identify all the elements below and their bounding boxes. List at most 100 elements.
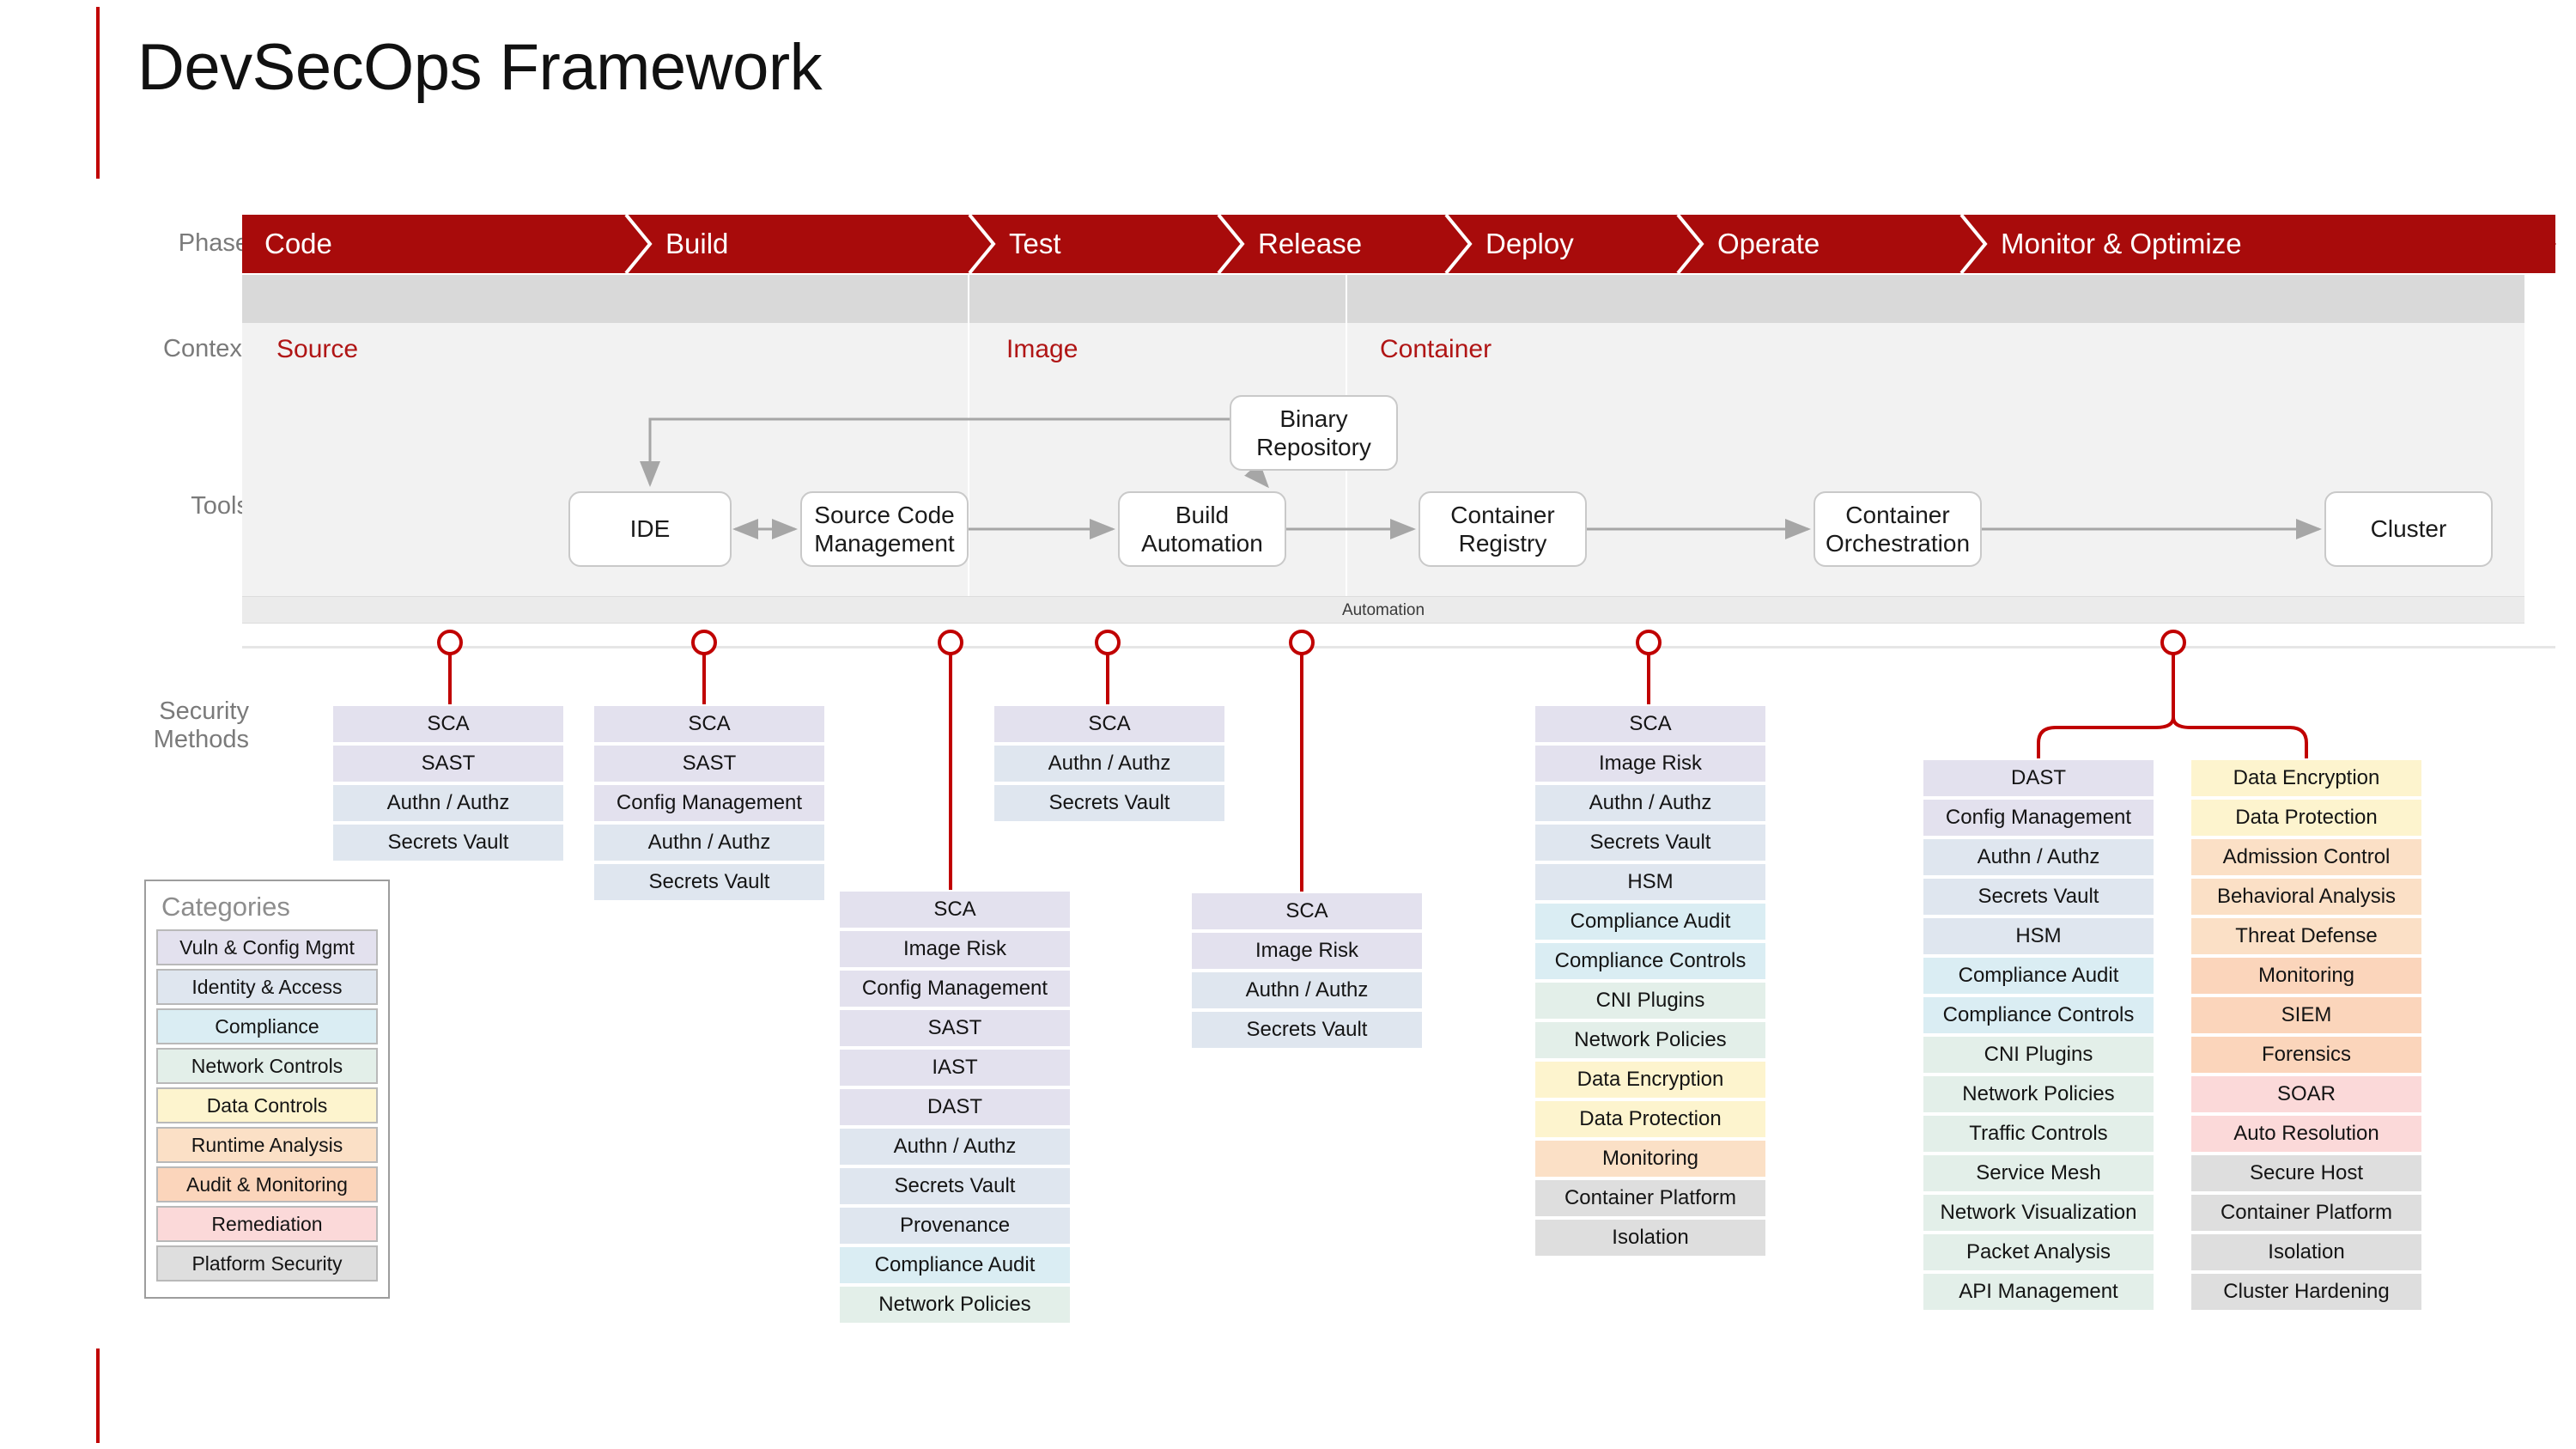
security-method-chip[interactable]: Authn / Authz <box>1923 839 2154 875</box>
category-chip[interactable]: Identity & Access <box>156 969 378 1005</box>
security-method-chip[interactable]: SCA <box>594 706 824 742</box>
security-method-chip[interactable]: Network Policies <box>840 1287 1070 1323</box>
security-method-chip[interactable]: SAST <box>594 746 824 782</box>
security-method-chip[interactable]: Traffic Controls <box>1923 1116 2154 1152</box>
phase-cell-monitor-optimize[interactable]: Monitor & Optimize <box>1959 215 2555 273</box>
security-connector-node-icon[interactable] <box>2160 630 2186 655</box>
security-method-chip[interactable]: SOAR <box>2191 1076 2421 1112</box>
security-method-chip[interactable]: Authn / Authz <box>840 1129 1070 1165</box>
tool-box-label: Source Code Management <box>814 501 955 557</box>
security-method-chip[interactable]: Container Platform <box>1535 1180 1765 1216</box>
security-method-chip[interactable]: Secrets Vault <box>1192 1012 1422 1048</box>
security-connector-node-icon[interactable] <box>1636 630 1662 655</box>
security-method-chip[interactable]: API Management <box>1923 1274 2154 1310</box>
phase-cell-code[interactable]: Code <box>242 215 624 273</box>
security-method-chip[interactable]: Data Protection <box>1535 1101 1765 1137</box>
tool-box-source-code-management[interactable]: Source Code Management <box>800 491 969 567</box>
security-method-chip[interactable]: Network Policies <box>1535 1022 1765 1058</box>
tool-box-ide[interactable]: IDE <box>568 491 732 567</box>
security-method-chip[interactable]: Provenance <box>840 1208 1070 1244</box>
security-method-chip[interactable]: Threat Defense <box>2191 918 2421 954</box>
security-method-chip[interactable]: DAST <box>1923 760 2154 796</box>
security-method-chip[interactable]: Secrets Vault <box>333 825 563 861</box>
security-method-chip[interactable]: Service Mesh <box>1923 1155 2154 1191</box>
security-method-chip[interactable]: Secrets Vault <box>840 1168 1070 1204</box>
security-method-chip[interactable]: Authn / Authz <box>594 825 824 861</box>
security-method-chip[interactable]: Authn / Authz <box>994 746 1224 782</box>
security-method-chip[interactable]: Secrets Vault <box>1923 879 2154 915</box>
security-method-chip[interactable]: Auto Resolution <box>2191 1116 2421 1152</box>
security-method-chip[interactable]: Network Visualization <box>1923 1195 2154 1231</box>
tool-box-binary-repository[interactable]: Binary Repository <box>1230 395 1398 471</box>
security-connector-node-icon[interactable] <box>938 630 963 655</box>
security-method-chip[interactable]: Image Risk <box>1192 933 1422 969</box>
tool-box-container-registry[interactable]: Container Registry <box>1419 491 1587 567</box>
security-method-chip[interactable]: Isolation <box>1535 1220 1765 1256</box>
category-chip[interactable]: Runtime Analysis <box>156 1127 378 1163</box>
security-method-chip[interactable]: Image Risk <box>840 931 1070 967</box>
security-method-chip[interactable]: Admission Control <box>2191 839 2421 875</box>
security-method-chip[interactable]: Data Encryption <box>2191 760 2421 796</box>
security-method-chip[interactable]: HSM <box>1923 918 2154 954</box>
security-method-chip[interactable]: Secure Host <box>2191 1155 2421 1191</box>
security-method-chip[interactable]: Monitoring <box>2191 958 2421 994</box>
security-method-chip[interactable]: Config Management <box>1923 800 2154 836</box>
security-method-chip[interactable]: Container Platform <box>2191 1195 2421 1231</box>
security-method-chip[interactable]: Monitoring <box>1535 1141 1765 1177</box>
security-method-chip[interactable]: SCA <box>840 892 1070 928</box>
security-method-chip[interactable]: Compliance Audit <box>840 1247 1070 1283</box>
security-method-chip[interactable]: Packet Analysis <box>1923 1234 2154 1270</box>
tool-box-cluster[interactable]: Cluster <box>2324 491 2493 567</box>
security-method-chip[interactable]: Behavioral Analysis <box>2191 879 2421 915</box>
security-method-chip[interactable]: SAST <box>333 746 563 782</box>
security-method-chip[interactable]: Authn / Authz <box>1535 785 1765 821</box>
security-method-chip[interactable]: Forensics <box>2191 1037 2421 1073</box>
category-chip[interactable]: Audit & Monitoring <box>156 1166 378 1202</box>
security-method-chip[interactable]: SCA <box>1192 893 1422 929</box>
security-method-chip[interactable]: Secrets Vault <box>1535 825 1765 861</box>
security-connector-node-icon[interactable] <box>1289 630 1315 655</box>
security-method-chip[interactable]: Authn / Authz <box>333 785 563 821</box>
security-method-chip[interactable]: SCA <box>994 706 1224 742</box>
category-chip[interactable]: Platform Security <box>156 1245 378 1282</box>
security-method-chip[interactable]: Authn / Authz <box>1192 972 1422 1008</box>
security-method-chip[interactable]: DAST <box>840 1089 1070 1125</box>
category-chip[interactable]: Network Controls <box>156 1048 378 1084</box>
security-method-chip[interactable]: Isolation <box>2191 1234 2421 1270</box>
security-method-chip[interactable]: IAST <box>840 1050 1070 1086</box>
security-method-chip[interactable]: SCA <box>333 706 563 742</box>
security-method-chip[interactable]: Secrets Vault <box>594 864 824 900</box>
security-method-chip[interactable]: CNI Plugins <box>1923 1037 2154 1073</box>
security-method-chip[interactable]: Data Protection <box>2191 800 2421 836</box>
security-method-chip[interactable]: Compliance Controls <box>1923 997 2154 1033</box>
security-method-chip[interactable]: SCA <box>1535 706 1765 742</box>
security-method-chip[interactable]: Compliance Audit <box>1923 958 2154 994</box>
security-method-chip[interactable]: Network Policies <box>1923 1076 2154 1112</box>
phase-cell-operate[interactable]: Operate <box>1676 215 1959 273</box>
phase-cell-test[interactable]: Test <box>968 215 1217 273</box>
tool-box-container-orchestration[interactable]: Container Orchestration <box>1814 491 1982 567</box>
security-method-chip[interactable]: Data Encryption <box>1535 1062 1765 1098</box>
category-chip[interactable]: Compliance <box>156 1008 378 1044</box>
phase-cell-deploy[interactable]: Deploy <box>1444 215 1676 273</box>
security-method-chip[interactable]: Image Risk <box>1535 746 1765 782</box>
category-chip[interactable]: Data Controls <box>156 1087 378 1123</box>
security-method-chip[interactable]: Config Management <box>840 971 1070 1007</box>
phase-cell-build[interactable]: Build <box>624 215 968 273</box>
category-chip[interactable]: Remediation <box>156 1206 378 1242</box>
security-method-chip[interactable]: Config Management <box>594 785 824 821</box>
security-method-chip[interactable]: SAST <box>840 1010 1070 1046</box>
phase-cell-release[interactable]: Release <box>1217 215 1444 273</box>
security-method-chip[interactable]: HSM <box>1535 864 1765 900</box>
security-connector-node-icon[interactable] <box>691 630 717 655</box>
security-method-chip[interactable]: Compliance Audit <box>1535 904 1765 940</box>
security-method-chip[interactable]: Cluster Hardening <box>2191 1274 2421 1310</box>
security-connector-node-icon[interactable] <box>1095 630 1121 655</box>
security-method-chip[interactable]: Compliance Controls <box>1535 943 1765 979</box>
security-method-chip[interactable]: SIEM <box>2191 997 2421 1033</box>
tool-box-build-automation[interactable]: Build Automation <box>1118 491 1286 567</box>
security-method-chip[interactable]: CNI Plugins <box>1535 983 1765 1019</box>
category-chip[interactable]: Vuln & Config Mgmt <box>156 929 378 965</box>
security-method-chip[interactable]: Secrets Vault <box>994 785 1224 821</box>
security-connector-node-icon[interactable] <box>437 630 463 655</box>
